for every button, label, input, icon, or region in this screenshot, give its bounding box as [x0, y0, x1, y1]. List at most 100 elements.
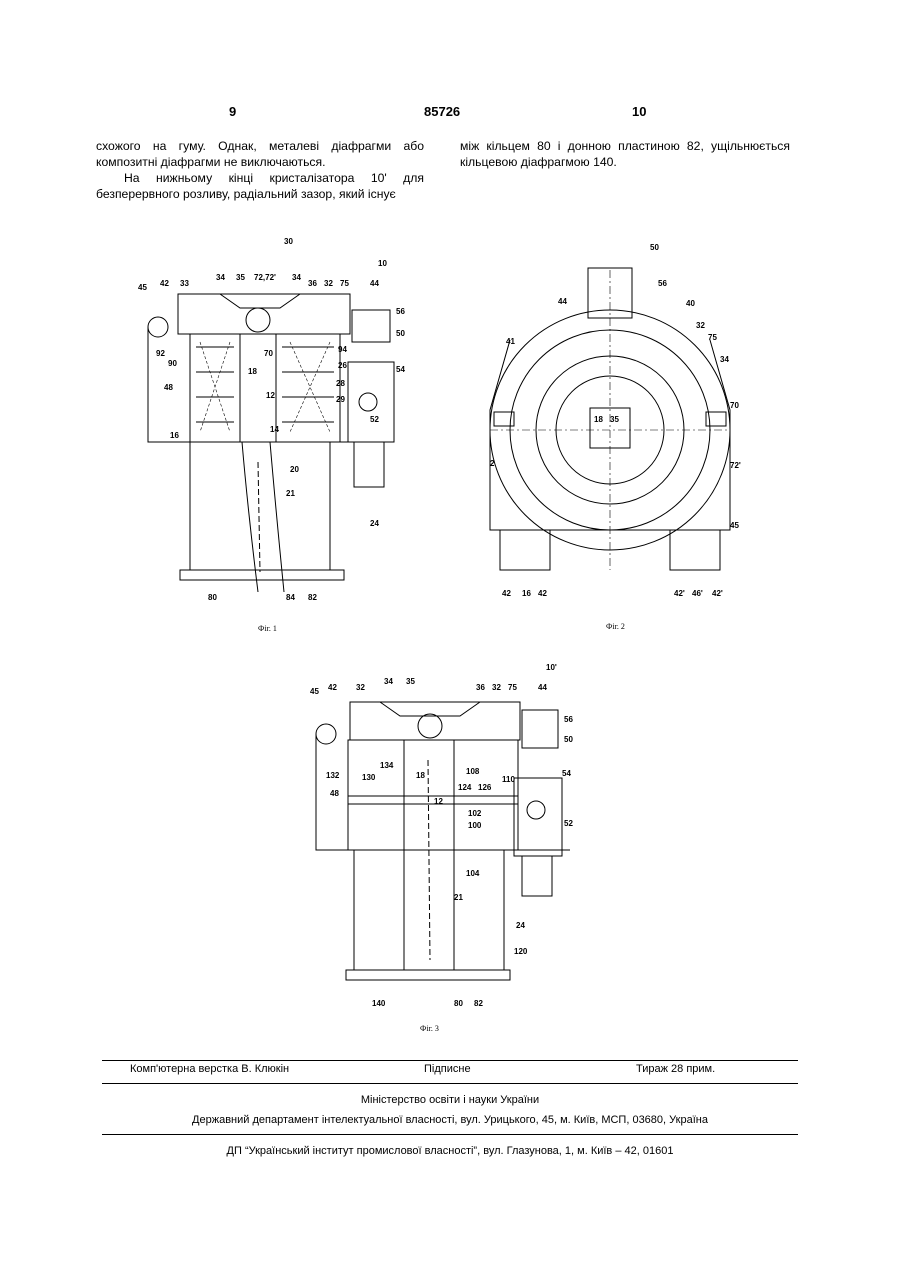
fig2-label: 46' [692, 589, 703, 598]
fig1-label: 45 [138, 283, 147, 292]
fig3-label: 120 [514, 947, 528, 956]
fig1-label: 12 [266, 391, 275, 400]
fig3-label: 140 [372, 999, 386, 1008]
fig1-label: 52 [370, 415, 379, 424]
fig2-label: 16 [522, 589, 531, 598]
fig1-label: 75 [340, 279, 349, 288]
fig2-label: 18 [594, 415, 603, 424]
fig1-label: 84 [286, 593, 295, 602]
fig3-label: 35 [406, 677, 415, 686]
fig2-label: 42' [712, 589, 723, 598]
fig3-label: 56 [564, 715, 573, 724]
fig3-label: 45 [310, 687, 319, 696]
fig2-label: 42' [674, 589, 685, 598]
patent-number: 85726 [424, 104, 460, 119]
fig3-label: 110 [502, 775, 515, 784]
fig1-label: 16 [170, 431, 179, 440]
fig2-label: 35 [610, 415, 619, 424]
fig3-label: 52 [564, 819, 573, 828]
fig1-label: 94 [338, 345, 347, 354]
fig2-label: 41 [506, 337, 515, 346]
fig3-label: 42 [328, 683, 337, 692]
fig2-label: 40 [686, 299, 695, 308]
fig2-label: 50 [650, 243, 659, 252]
fig1-label: 10 [378, 259, 387, 268]
ministry-line: Міністерство освіти і науки України [102, 1094, 798, 1106]
right-paragraph-1: між кільцем 80 і донною пластиною 82, ущ… [460, 138, 790, 170]
fig3-label: 102 [468, 809, 482, 818]
fig1-label: 30 [284, 237, 293, 246]
fig3-label: 126 [478, 783, 492, 792]
fig1-label: 32 [324, 279, 333, 288]
fig3-label: 134 [380, 761, 394, 770]
page-number-left: 9 [229, 104, 236, 119]
fig1-label: 24 [370, 519, 379, 528]
print-run: Тираж 28 прим. [636, 1063, 715, 1075]
fig1-label: 80 [208, 593, 217, 602]
fig3-label: 34 [384, 677, 393, 686]
fig1-label: 20 [290, 465, 299, 474]
fig1-label: 35 [236, 273, 245, 282]
fig3-label: 82 [474, 999, 483, 1008]
fig1-label: 34 [216, 273, 225, 282]
institute-line: ДП “Український інститут промислової вла… [102, 1145, 798, 1157]
fig1-label: 50 [396, 329, 405, 338]
fig3-label: 21 [454, 893, 463, 902]
department-line: Державний департамент інтелектуальної вл… [102, 1114, 798, 1126]
fig1-label: 72,72' [254, 273, 276, 282]
footer-rule [102, 1134, 798, 1135]
fig3-label: 80 [454, 999, 463, 1008]
fig1-label: 48 [164, 383, 173, 392]
figure-2-caption: Фіг. 2 [606, 622, 625, 631]
fig1-label: 92 [156, 349, 165, 358]
fig3-label: 10' [546, 663, 557, 672]
fig3-label: 75 [508, 683, 517, 692]
fig3-label: 124 [458, 783, 472, 792]
left-paragraph-1: схожого на гуму. Однак, металеві діафраг… [96, 138, 424, 170]
fig1-label: 70 [264, 349, 273, 358]
fig3-label: 100 [468, 821, 482, 830]
fig1-label: 33 [180, 279, 189, 288]
fig3-label: 32 [492, 683, 501, 692]
fig2-label: 56 [658, 279, 667, 288]
fig2-label: 75 [708, 333, 717, 342]
fig1-label: 21 [286, 489, 295, 498]
composer-credit: Комп'ютерна верстка В. Клюкін [130, 1063, 289, 1075]
footer-rule [102, 1060, 798, 1061]
left-paragraph-2: На нижньому кінці кристалізатора 10' для… [96, 170, 424, 202]
fig2-label: 42 [502, 589, 511, 598]
fig2-label: 32 [696, 321, 705, 330]
fig1-label: 29 [336, 395, 345, 404]
fig2-label: 72' [730, 461, 741, 470]
footer-rule [102, 1083, 798, 1084]
fig1-label: 54 [396, 365, 405, 374]
right-column: між кільцем 80 і донною пластиною 82, ущ… [460, 138, 790, 170]
fig1-label: 82 [308, 593, 317, 602]
fig3-label: 44 [538, 683, 547, 692]
fig1-label: 14 [270, 425, 279, 434]
fig1-label: 56 [396, 307, 405, 316]
fig1-label: 18 [248, 367, 257, 376]
fig3-label: 12 [434, 797, 443, 806]
page-number-right: 10 [632, 104, 646, 119]
fig1-label: 90 [168, 359, 177, 368]
fig2-label: 45 [730, 521, 739, 530]
fig3-label: 130 [362, 773, 376, 782]
fig3-label: 132 [326, 771, 340, 780]
fig3-label: 54 [562, 769, 571, 778]
fig1-label: 36 [308, 279, 317, 288]
fig3-label: 36 [476, 683, 485, 692]
figure-1-caption: Фіг. 1 [258, 624, 277, 633]
fig3-label: 104 [466, 869, 480, 878]
fig2-label: 70 [730, 401, 739, 410]
fig3-label: 50 [564, 735, 573, 744]
signed-note: Підписне [424, 1063, 471, 1075]
figure-3-caption: Фіг. 3 [420, 1024, 439, 1033]
fig1-label: 34 [292, 273, 301, 282]
fig2-label: 34 [720, 355, 729, 364]
left-column: схожого на гуму. Однак, металеві діафраг… [96, 138, 424, 202]
fig3-label: 32 [356, 683, 365, 692]
fig3-label: 108 [466, 767, 480, 776]
fig3-label: 24 [516, 921, 525, 930]
fig1-label: 26 [338, 361, 347, 370]
